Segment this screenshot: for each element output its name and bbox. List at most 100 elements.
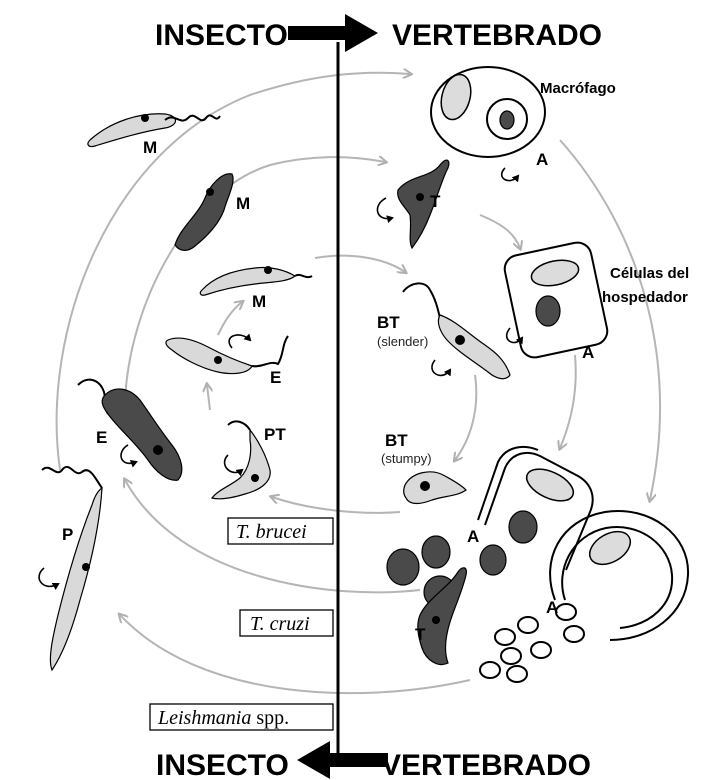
amastigote-icon (501, 648, 521, 664)
bt-stumpy-body (404, 472, 466, 504)
stage-label-t-bottom: T (415, 625, 426, 644)
top-right-arrow-icon (288, 14, 378, 52)
promastigote-nucleus (82, 563, 90, 571)
trypomastigote-nucleus (416, 193, 424, 201)
amastigote-icon (422, 536, 450, 568)
host-cells-label-line2: hospedador (602, 289, 688, 306)
host-cell-top (502, 240, 610, 360)
stage-label-a-macrophage: A (536, 150, 548, 169)
flagellum (228, 421, 250, 430)
insect-vertebrate-divider (288, 14, 388, 779)
replication-loop-icon (377, 198, 392, 219)
promastigote-body (50, 488, 102, 670)
promastigote (39, 467, 102, 670)
metacyclic-middle-body (175, 174, 233, 251)
stage-label-bt-stumpy: BT (385, 431, 408, 450)
replication-loop-icon (502, 168, 518, 181)
species-genus: Leishmania (157, 707, 251, 729)
amastigote-icon (518, 617, 538, 633)
flagellum (295, 275, 312, 277)
stage-label-p: P (62, 525, 73, 544)
stage-label-pt: PT (264, 425, 286, 444)
amastigote-icon (531, 642, 551, 658)
stage-label-bt-slender: BT (377, 313, 400, 332)
amastigote-macrophage-icon (500, 111, 514, 129)
species-label-leishmania: Leishmania spp. (150, 704, 333, 730)
metacyclic-inner (200, 266, 312, 295)
species-text: T. brucei (236, 521, 307, 543)
stage-label-m-inner: M (252, 292, 266, 311)
amastigote-icon (387, 549, 419, 585)
host-cells-label-line1: Células del (610, 265, 689, 282)
trypomastigote-nucleus (432, 616, 440, 624)
stage-label-e-inner: E (270, 368, 281, 387)
species-label-t-brucei: T. brucei (228, 518, 333, 544)
middle-ring-top-right-arc (480, 215, 520, 248)
epimastigote-middle-body (102, 389, 182, 480)
stage-label-e-middle: E (96, 428, 107, 447)
procyclic-trypomastigote (212, 421, 270, 498)
flagellum (403, 283, 440, 318)
inner-ring-pt-to-e-arrow (207, 385, 210, 410)
stage-label-a-cluster: A (546, 598, 558, 617)
released-amastigotes (387, 511, 537, 608)
metacyclic-outer-body (88, 114, 176, 147)
macrophage-label: Macrófago (540, 80, 616, 97)
stage-label-slender: (slender) (377, 334, 428, 349)
amastigote-icon (480, 545, 506, 575)
stage-label-t-top: T (430, 192, 441, 211)
stage-label-m-middle: M (236, 194, 250, 213)
header-top-right: VERTEBRADO (392, 19, 602, 52)
amastigote-icon (509, 511, 537, 543)
flagellum (42, 467, 102, 488)
replication-loop-icon (229, 335, 250, 348)
epimastigote-middle-nucleus (153, 445, 163, 455)
header-top-left: INSECTO (155, 19, 288, 52)
stage-label-stumpy: (stumpy) (381, 451, 432, 466)
stage-label-m-outer: M (143, 138, 157, 157)
amastigote-icon (564, 626, 584, 642)
cycle-arrows (57, 73, 660, 693)
leishmania-amastigote-cluster (480, 604, 584, 682)
epimastigote-inner-nucleus (214, 356, 222, 364)
bt-slender-nucleus (455, 335, 465, 345)
inner-ring-right-arc (455, 375, 476, 460)
amastigote-icon (556, 604, 576, 620)
metacyclic-middle (175, 174, 233, 251)
middle-ring-right-arc (560, 355, 576, 448)
species-label-t-cruzi: T. cruzi (240, 610, 333, 636)
species-text: T. cruzi (250, 613, 310, 635)
species-text: Leishmania spp. (157, 707, 289, 729)
amastigote-icon (507, 666, 527, 682)
epimastigote-inner-body (166, 338, 252, 374)
inner-ring-top-arc (315, 256, 405, 272)
species-suffix: spp. (251, 707, 289, 729)
metacyclic-middle-nucleus (206, 188, 214, 196)
bt-slender-body (438, 315, 510, 379)
metacyclic-inner-body (200, 267, 295, 295)
replication-loop-icon (121, 445, 136, 463)
epimastigote-middle (78, 380, 182, 481)
metacyclic-inner-nucleus (264, 266, 272, 274)
trypomastigote-body (398, 160, 449, 248)
replication-loop-icon (432, 360, 450, 375)
pt-body (212, 430, 270, 499)
amastigote-icon (480, 662, 500, 678)
flagellum (252, 336, 288, 366)
metacyclic-outer-nucleus (141, 114, 149, 122)
stage-label-a-bottom: A (467, 527, 479, 546)
bottom-left-arrow-icon (297, 741, 388, 779)
bt-stumpy-nucleus (420, 481, 430, 491)
stage-label-a-host: A (582, 343, 594, 362)
amastigote-icon (495, 629, 515, 645)
inner-ring-bottom-arc (272, 497, 400, 513)
bloodstream-trypomastigote-slender (403, 283, 510, 378)
bloodstream-trypomastigote-stumpy (404, 472, 466, 504)
header-bottom-right: VERTEBRADO (381, 749, 591, 780)
replication-loop-icon (225, 455, 242, 472)
inner-ring-e-to-m-arrow (218, 302, 242, 335)
amastigote-host-icon (536, 296, 560, 326)
pt-nucleus (251, 474, 259, 482)
